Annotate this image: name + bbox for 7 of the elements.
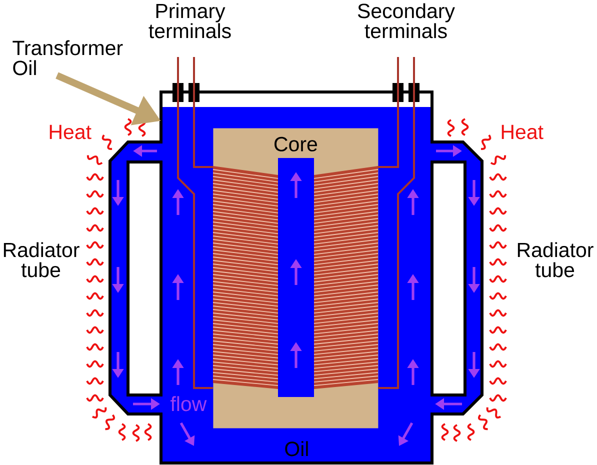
heat-label: Heat bbox=[50, 124, 92, 140]
terminal-label: Primary terminals bbox=[148, 3, 231, 38]
radiator-label: Radiator tube bbox=[4, 242, 80, 278]
heat-label: Heat bbox=[502, 124, 544, 140]
radiator-label: Radiator tube bbox=[518, 242, 594, 278]
callout-text: Transformer Oil bbox=[12, 40, 123, 76]
terminal-label: Secondary terminals bbox=[358, 3, 455, 38]
